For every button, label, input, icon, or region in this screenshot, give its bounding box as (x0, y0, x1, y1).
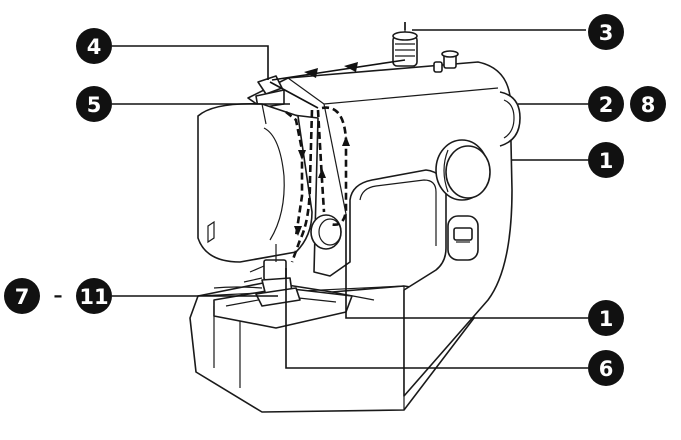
svg-text:6: 6 (599, 357, 614, 381)
leader-line-6 (285, 268, 588, 369)
svg-text:11: 11 (79, 285, 108, 309)
callout-badge-6: 6 (588, 350, 624, 386)
arrow-icon (304, 68, 318, 78)
arrow-icon (298, 150, 306, 160)
leader-line-4 (112, 45, 269, 80)
pattern-selection-dial (435, 139, 491, 201)
callout-badge-4: 4 (76, 28, 112, 64)
arrow-icon (344, 62, 358, 72)
sewing-machine-illustration (189, 22, 521, 413)
callout-badge-5: 5 (76, 86, 112, 122)
leader-line-1-bottom (345, 214, 588, 319)
arrow-icon (294, 226, 302, 236)
svg-text:4: 4 (87, 35, 102, 59)
svg-text:1: 1 (599, 307, 614, 331)
svg-text:8: 8 (641, 93, 656, 117)
callout-badge-7: 7 (4, 278, 40, 314)
spool-pin (392, 22, 418, 67)
arrow-icon (342, 136, 350, 146)
threading-path (269, 59, 406, 263)
callout-badge-2: 2 (588, 86, 624, 122)
arrow-icon (318, 168, 326, 178)
callout-badge-3: 3 (588, 14, 624, 50)
leader-lines (112, 22, 588, 369)
leader-line-3 (404, 22, 586, 31)
thread-tension-dial (310, 214, 342, 250)
bobbin-winder (433, 50, 459, 73)
callout-badge-1-right: 1 (588, 142, 624, 178)
callout-badge-8: 8 (630, 86, 666, 122)
handwheel (499, 91, 521, 147)
svg-text:5: 5 (87, 93, 102, 117)
range-dash: – (54, 286, 63, 307)
stitch-dial (447, 215, 479, 261)
face-plate (197, 102, 313, 263)
callout-badge-1-bottom: 1 (588, 300, 624, 336)
callout-badge-11: 11 (76, 278, 112, 314)
svg-text:2: 2 (599, 93, 614, 117)
svg-text:3: 3 (599, 21, 614, 45)
presser-foot-assembly (213, 244, 301, 307)
svg-text:7: 7 (15, 285, 30, 309)
svg-text:1: 1 (599, 149, 614, 173)
